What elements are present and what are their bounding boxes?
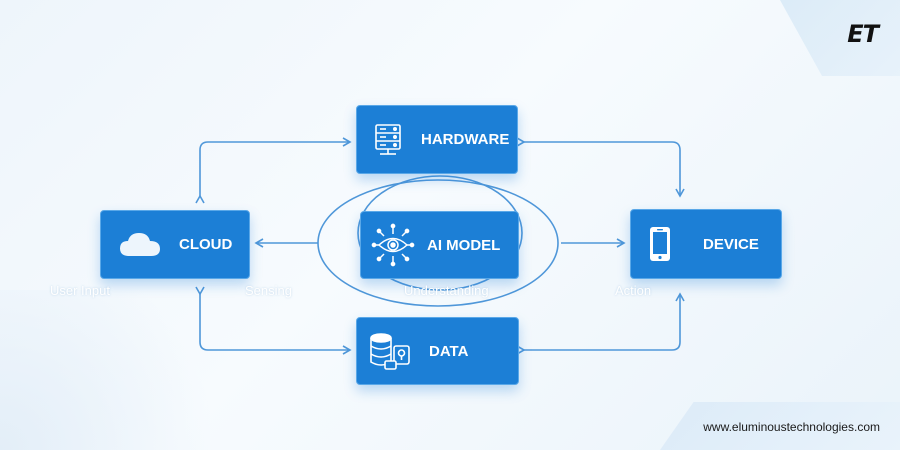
server-rack-icon (369, 121, 407, 159)
smartphone-icon (647, 225, 673, 263)
cloud-label: CLOUD (179, 236, 233, 253)
data-label: DATA (429, 342, 469, 360)
device-node: DEVICE (630, 209, 782, 279)
database-icon (367, 331, 413, 371)
cloud-data-connector (195, 286, 352, 355)
ai-inner-ellipse (357, 175, 523, 291)
device-label: DEVICE (703, 235, 759, 253)
ai-outer-ellipse (317, 179, 559, 307)
cloud-hardware-connector (195, 137, 352, 204)
cloud-node: CLOUD (100, 210, 250, 279)
background-decoration (660, 402, 900, 450)
sensing-label: Sensing (245, 283, 292, 298)
data-node: DATA (356, 317, 519, 385)
website-url: www.eluminoustechnologies.com (703, 420, 880, 434)
eye-network-icon (371, 223, 415, 267)
cloud-icon (117, 228, 163, 262)
hardware-node: HARDWARE (356, 105, 518, 174)
brand-logo: ET (847, 20, 879, 48)
action-label: Action (615, 283, 652, 298)
understanding-label: Understanding (404, 283, 489, 298)
data-device-connector (516, 292, 685, 355)
user-input-label: User Input (50, 283, 110, 298)
ai-model-node: AI MODEL (360, 211, 519, 279)
hardware-device-connector (516, 137, 685, 198)
hardware-label: HARDWARE (421, 131, 510, 148)
ai-model-label: AI MODEL (427, 236, 501, 254)
